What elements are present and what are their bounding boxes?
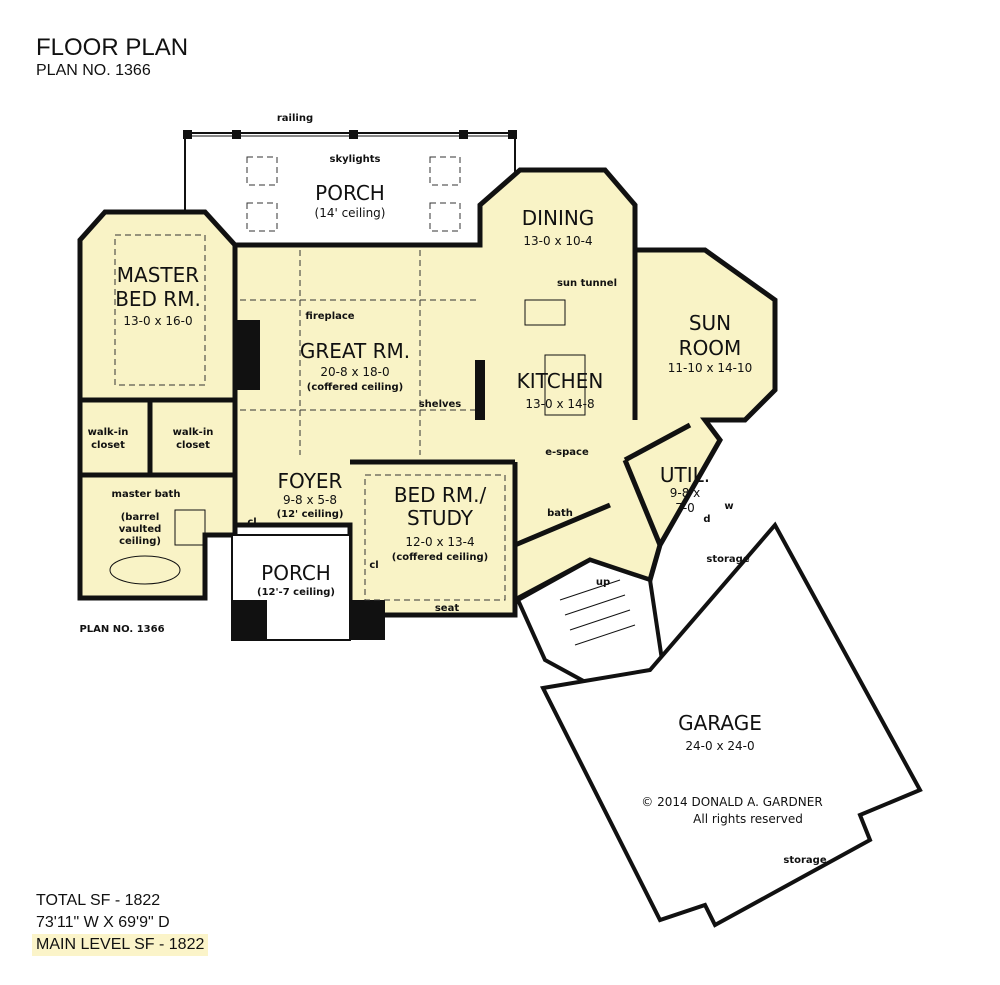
rights-note: All rights reserved bbox=[693, 812, 803, 826]
porch-rear-label: PORCH bbox=[315, 181, 385, 205]
closet-note-cl-2: cl bbox=[369, 560, 378, 571]
foyer-label: FOYER bbox=[278, 469, 343, 493]
study-label-1: BED RM./ bbox=[394, 483, 487, 507]
seat-note: seat bbox=[435, 603, 459, 614]
railing-note: railing bbox=[277, 113, 313, 124]
study-label-2: STUDY bbox=[407, 506, 474, 530]
skylights-note: skylights bbox=[330, 154, 381, 165]
ceiling-lines bbox=[114, 234, 506, 601]
bath-note: bath bbox=[547, 508, 573, 519]
sun-tunnel-note: sun tunnel bbox=[557, 278, 617, 289]
dining-dim: 13-0 x 10-4 bbox=[523, 234, 592, 248]
closet-note-1: closet bbox=[91, 440, 125, 451]
washer-label: w bbox=[724, 501, 733, 512]
master-bath-note: master bath bbox=[112, 489, 181, 500]
bathtub bbox=[109, 555, 181, 585]
shelves-note: shelves bbox=[419, 399, 462, 410]
great-room-dim: 20-8 x 18-0 bbox=[320, 365, 389, 379]
great-room-label: GREAT RM. bbox=[300, 339, 410, 363]
storage-note-1: storage bbox=[706, 554, 749, 565]
fireplace-note: fireplace bbox=[305, 311, 354, 322]
master-dim: 13-0 x 16-0 bbox=[123, 314, 192, 328]
inline-plan-number: PLAN NO. 1366 bbox=[79, 624, 164, 635]
study-dim: 12-0 x 13-4 bbox=[405, 535, 474, 549]
master-label-2: BED RM. bbox=[115, 287, 201, 311]
total-sf: TOTAL SF - 1822 bbox=[36, 892, 161, 909]
sun-room-label-1: SUN bbox=[689, 311, 731, 335]
closet-note-2: closet bbox=[176, 440, 210, 451]
util-dim-2: 7-0 bbox=[675, 501, 695, 515]
fireplace bbox=[235, 320, 260, 390]
copyright-note: © 2014 DONALD A. GARDNER bbox=[641, 795, 822, 809]
garage-dim: 24-0 x 24-0 bbox=[685, 739, 754, 753]
kitchen-sink bbox=[524, 299, 566, 326]
shower bbox=[174, 509, 206, 546]
barrel-note-2: vaulted bbox=[119, 524, 162, 535]
plan-title: FLOOR PLAN bbox=[36, 34, 189, 61]
barrel-note-3: ceiling) bbox=[119, 536, 161, 547]
storage-note-2: storage bbox=[783, 855, 826, 866]
kitchen-label: KITCHEN bbox=[517, 369, 604, 393]
dryer-label: d bbox=[703, 514, 710, 525]
stairs-up-note: up bbox=[596, 577, 610, 588]
skylights bbox=[246, 156, 461, 232]
walkin-note-1: walk-in bbox=[88, 427, 129, 438]
interior-walls bbox=[80, 245, 692, 600]
main-level-sf: MAIN LEVEL SF - 1822 bbox=[32, 934, 209, 956]
sun-room-label-2: ROOM bbox=[679, 336, 742, 360]
util-label: UTIL. bbox=[660, 463, 710, 487]
master-label-1: MASTER bbox=[117, 263, 199, 287]
study-ceiling: (coffered ceiling) bbox=[392, 552, 488, 563]
garage bbox=[539, 521, 923, 928]
plan-number: PLAN NO. 1366 bbox=[36, 62, 151, 79]
garage-label: GARAGE bbox=[678, 711, 762, 735]
dimensions: 73'11" W X 69'9" D bbox=[36, 914, 170, 931]
dining-label: DINING bbox=[522, 206, 595, 230]
kitchen-island bbox=[544, 354, 586, 416]
kitchen-dim: 13-0 x 14-8 bbox=[525, 397, 594, 411]
shelves bbox=[475, 360, 485, 420]
foyer-ceiling: (12' ceiling) bbox=[277, 509, 344, 520]
barrel-note-1: (barrel bbox=[121, 512, 160, 523]
porch-front-label: PORCH bbox=[261, 561, 331, 585]
sun-room-dim: 11-10 x 14-10 bbox=[668, 361, 752, 375]
porch-posts bbox=[183, 130, 517, 139]
porch-rear-dim: (14' ceiling) bbox=[315, 206, 386, 220]
porch-front-dim: (12'-7 ceiling) bbox=[257, 587, 335, 598]
foyer-dim: 9-8 x 5-8 bbox=[283, 493, 337, 507]
stairs bbox=[559, 579, 636, 646]
util-dim-1: 9-8 x bbox=[670, 486, 701, 500]
e-space-note: e-space bbox=[545, 447, 589, 458]
closet-note-cl-1: cl bbox=[247, 517, 256, 528]
walkin-note-2: walk-in bbox=[173, 427, 214, 438]
great-room-ceiling: (coffered ceiling) bbox=[307, 382, 403, 393]
